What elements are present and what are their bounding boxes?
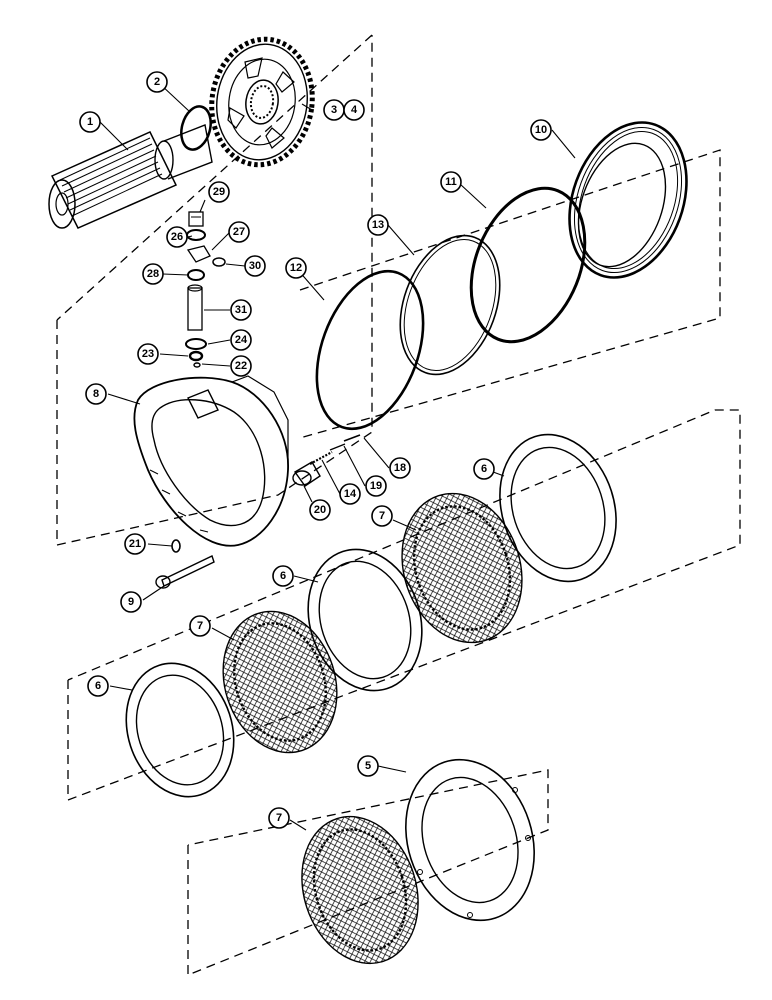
callout-7: 7: [371, 505, 393, 527]
callout-19: 19: [365, 475, 387, 497]
seal-ring-large: [469, 186, 587, 344]
callout-31: 31: [230, 299, 252, 321]
callout-18: 18: [389, 457, 411, 479]
callout-label: 13: [372, 219, 384, 231]
callout-label: 7: [197, 620, 203, 632]
callout-29: 29: [208, 181, 230, 203]
callout-label: 18: [394, 462, 406, 474]
callout-22: 22: [230, 355, 252, 377]
callout-11: 11: [440, 171, 462, 193]
piston: [568, 121, 688, 279]
valve-stack: [185, 211, 226, 368]
callout-7: 7: [268, 807, 290, 829]
friction-disc-2: [401, 492, 523, 644]
callout-26: 26: [166, 226, 188, 248]
callout-5: 5: [357, 755, 379, 777]
callout-label: 19: [370, 480, 382, 492]
callout-label: 8: [93, 388, 99, 400]
callout-24: 24: [230, 329, 252, 351]
callout-label: 12: [290, 262, 302, 274]
callout-7: 7: [189, 615, 211, 637]
callout-label: 6: [95, 680, 101, 692]
callout-13: 13: [367, 214, 389, 236]
callout-bubbles: 1 2 3 4 5 6 6 6 7 7 7 8 9 10 11 12 13 14…: [79, 71, 552, 829]
callout-3: 3: [323, 99, 345, 121]
splined-shaft: [48, 124, 213, 229]
snap-ring: [180, 105, 212, 151]
callout-28: 28: [142, 263, 164, 285]
friction-disc-3: [301, 815, 419, 965]
callout-label: 6: [481, 463, 487, 475]
callout-2: 2: [146, 71, 168, 93]
callout-label: 28: [147, 268, 159, 280]
callout-label: 30: [249, 260, 261, 272]
callout-4: 4: [343, 99, 365, 121]
friction-disc-1: [222, 610, 338, 754]
upper-group-top-edge: [56, 34, 373, 321]
callout-label: 3: [331, 104, 337, 116]
ring-group-outline: [299, 149, 721, 439]
gear: [209, 36, 315, 168]
callout-8: 8: [85, 383, 107, 405]
callout-label: 31: [235, 304, 247, 316]
backing-plate: [405, 758, 535, 922]
callout-label: 14: [344, 488, 357, 500]
lower-group-outline: [187, 769, 549, 976]
callout-label: 9: [128, 596, 134, 608]
callout-label: 11: [445, 176, 457, 188]
callout-label: 27: [233, 226, 245, 238]
callout-10: 10: [530, 119, 552, 141]
callout-6: 6: [87, 675, 109, 697]
callout-1: 1: [79, 111, 101, 133]
callout-9: 9: [120, 591, 142, 613]
callout-label: 29: [213, 186, 225, 198]
callout-20: 20: [309, 499, 331, 521]
clutch-housing: [133, 375, 289, 547]
callout-30: 30: [244, 255, 266, 277]
callout-6: 6: [473, 458, 495, 480]
upper-group-outline: [56, 35, 373, 546]
callout-label: 5: [365, 760, 371, 772]
callout-label: 1: [87, 116, 93, 128]
callout-label: 20: [314, 504, 326, 516]
callout-leaders: [99, 83, 576, 831]
callout-label: 6: [280, 570, 286, 582]
callout-label: 23: [142, 348, 154, 360]
callout-14: 14: [339, 483, 361, 505]
callout-21: 21: [124, 533, 146, 555]
callout-6: 6: [272, 565, 294, 587]
callout-23: 23: [137, 343, 159, 365]
callout-label: 26: [171, 231, 183, 243]
seal-ring-medium: [399, 234, 501, 376]
group-outlines: [56, 34, 741, 976]
callout-label: 24: [235, 334, 248, 346]
seal-ring-small: [315, 269, 425, 431]
callout-label: 7: [276, 812, 282, 824]
callout-label: 22: [235, 360, 247, 372]
separator-plate-1: [125, 662, 235, 798]
callout-label: 2: [154, 76, 160, 88]
plate-group-outline: [67, 409, 741, 801]
pin-and-bolt: [155, 539, 215, 589]
callout-label: 10: [535, 124, 547, 136]
callout-label: 7: [379, 510, 385, 522]
callout-label: 21: [129, 538, 141, 550]
valve-spring-assembly: [292, 434, 361, 487]
callout-12: 12: [285, 257, 307, 279]
callout-27: 27: [228, 221, 250, 243]
callout-label: 4: [351, 104, 358, 116]
